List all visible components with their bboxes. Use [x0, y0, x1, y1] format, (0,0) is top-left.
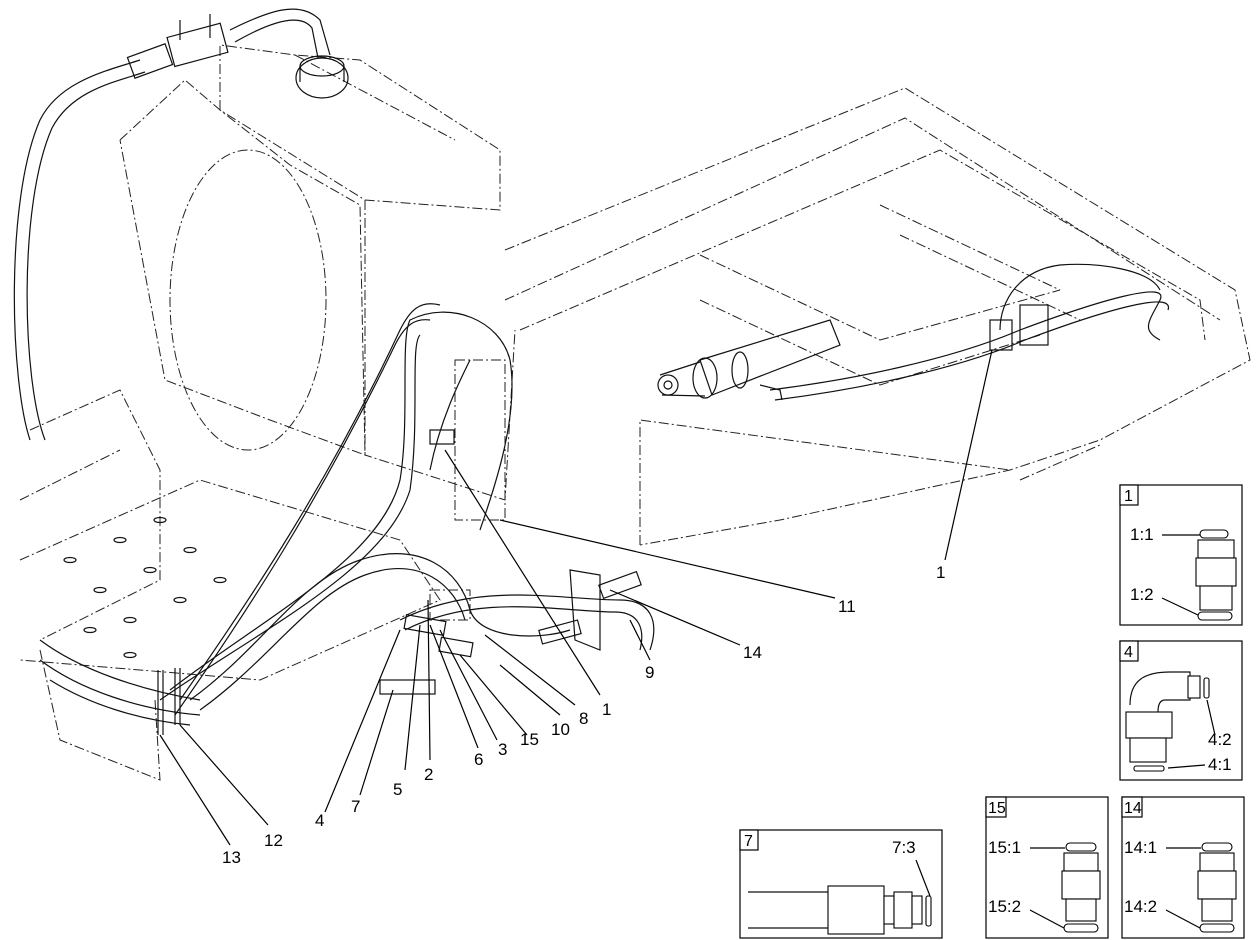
- leader-lines: [159, 349, 993, 846]
- callout-13: 13: [222, 848, 241, 867]
- detail-box-7-number: 7: [744, 833, 753, 850]
- callout-1-left: 1: [602, 700, 611, 719]
- mounting-plate: [19, 79, 366, 641]
- callout-10: 10: [551, 720, 570, 739]
- center-fittings: [157, 359, 642, 735]
- fuel-tank: [219, 44, 516, 501]
- detail-box-4-label-b: 4:1: [1208, 755, 1232, 774]
- detail-box-1: 1 1:1 1:2: [1119, 484, 1243, 626]
- detail-box-15-label-b: 15:2: [988, 897, 1021, 916]
- detail-box-15: 15 15:1 15:2: [985, 796, 1109, 939]
- detail-box-14-label-b: 14:2: [1124, 897, 1157, 916]
- callout-3: 3: [498, 740, 507, 759]
- detail-box-14: 14 14:1 14:2: [1121, 796, 1245, 939]
- callout-12: 12: [264, 831, 283, 850]
- callout-9: 9: [645, 663, 654, 682]
- hose-bundle: [159, 303, 655, 716]
- detail-box-1-number: 1: [1124, 488, 1133, 505]
- callout-numbers: 1 11 14 9 1 8 10 15 3 6 2 5 7 4 12 13: [222, 563, 945, 867]
- callout-6: 6: [474, 750, 483, 769]
- detail-box-4-label-a: 4:2: [1208, 730, 1232, 749]
- detail-box-4: 4 4:2 4:1: [1119, 640, 1243, 781]
- hydraulic-cylinder: [657, 319, 841, 401]
- detail-box-14-label-a: 14:1: [1124, 838, 1157, 857]
- detail-box-15-number: 15: [988, 800, 1006, 817]
- top-hose: [13, 8, 331, 441]
- chassis-frame: [504, 87, 1251, 546]
- floor-slots: [63, 516, 227, 659]
- detail-box-15-label-a: 15:1: [988, 838, 1021, 857]
- callout-11: 11: [838, 597, 856, 616]
- callout-15: 15: [520, 730, 539, 749]
- cylinder-hose: [769, 263, 1169, 401]
- detail-box-1-label-a: 1:1: [1130, 525, 1154, 544]
- detail-box-4-number: 4: [1124, 644, 1133, 661]
- callout-4: 4: [315, 811, 324, 830]
- callout-5: 5: [393, 780, 402, 799]
- detail-box-1-label-b: 1:2: [1130, 585, 1154, 604]
- callout-2: 2: [424, 765, 433, 784]
- detail-box-7: 7 7:3: [739, 829, 943, 939]
- detail-box-14-number: 14: [1124, 800, 1142, 817]
- callout-1-right: 1: [936, 563, 945, 582]
- callout-7: 7: [351, 797, 360, 816]
- callout-14: 14: [743, 643, 762, 662]
- callout-8: 8: [579, 709, 588, 728]
- detail-box-7-label-a: 7:3: [892, 838, 916, 857]
